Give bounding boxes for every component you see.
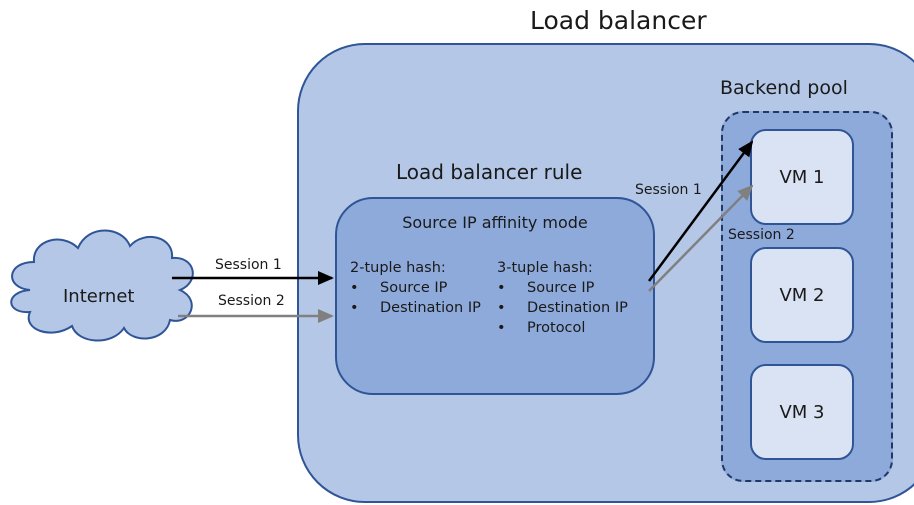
three-tuple-hash-list: 3-tuple hash: •Source IP •Destination IP… <box>497 258 628 338</box>
internet-cloud-icon <box>10 229 194 342</box>
vm-1: VM 1 <box>750 129 854 225</box>
bullet-icon: • <box>350 280 359 296</box>
internet-label: Internet <box>63 286 135 307</box>
two-tuple-hash-list: 2-tuple hash: •Source IP •Destination IP <box>350 258 481 318</box>
backend-pool-title: Backend pool <box>720 77 848 99</box>
bullet-icon: • <box>350 300 359 316</box>
session-1-out-label: Session 1 <box>635 182 702 198</box>
session-2-out-arrow <box>648 184 754 292</box>
bullet-icon: • <box>497 280 506 296</box>
session-1-in-label: Session 1 <box>215 257 282 273</box>
session-2-out-label: Session 2 <box>728 227 795 243</box>
load-balancer-rule-title: Load balancer rule <box>396 160 583 184</box>
session-2-in-label: Session 2 <box>218 293 285 309</box>
three-tuple-heading: 3-tuple hash: <box>497 260 593 276</box>
vm-3: VM 3 <box>750 364 854 460</box>
two-tuple-heading: 2-tuple hash: <box>350 260 446 276</box>
three-tuple-item: •Source IP <box>497 280 595 296</box>
three-tuple-item: •Protocol <box>497 320 586 336</box>
load-balancer-title: Load balancer <box>530 6 707 35</box>
bullet-icon: • <box>497 320 506 336</box>
bullet-icon: • <box>497 300 506 316</box>
load-balancer-rule-box <box>335 197 655 395</box>
two-tuple-item: •Destination IP <box>350 300 481 316</box>
session-1-out-arrow <box>647 140 754 282</box>
three-tuple-item: •Destination IP <box>497 300 628 316</box>
affinity-mode-label: Source IP affinity mode <box>402 213 588 232</box>
two-tuple-item: •Source IP <box>350 280 448 296</box>
vm-2: VM 2 <box>750 247 854 343</box>
